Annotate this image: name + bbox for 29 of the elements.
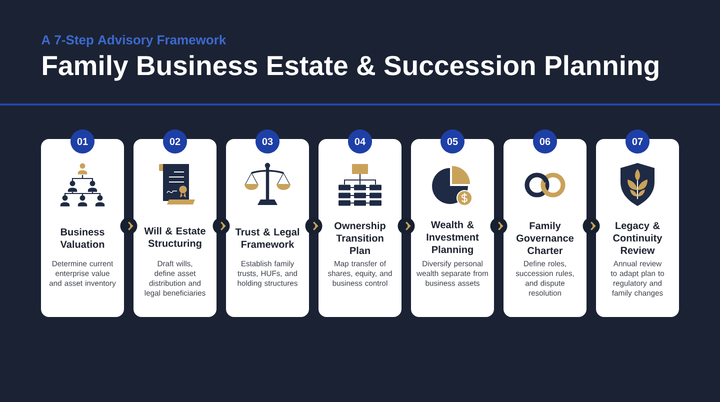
chevron-arrow [398, 218, 415, 234]
number-badge: 06 [533, 130, 557, 154]
chevron-arrow [120, 218, 138, 234]
number-badge: 01 [70, 130, 94, 154]
number-badge: 02 [163, 130, 187, 154]
step-title: Trust & Legal Framework [235, 228, 300, 248]
title: Family Business Estate & Succession Planning [43, 55, 658, 81]
chevron-arrow [212, 218, 230, 234]
step-card [411, 139, 494, 317]
step-title: Business Valuation [60, 228, 104, 248]
step-title: Wealth & Investment Planning [426, 220, 479, 256]
step-card [504, 139, 586, 317]
number-badge: 03 [256, 130, 280, 154]
chevron-arrow [582, 218, 600, 234]
chevron-arrow [490, 218, 508, 234]
number-badge: 07 [626, 130, 650, 154]
number-badge: 05 [440, 130, 464, 154]
step-title: Legacy & Continuity Review [613, 222, 662, 254]
step-title: Family Governance Charter [516, 222, 574, 254]
step-card [226, 139, 309, 317]
step-card [134, 139, 216, 317]
chevron-arrow [305, 218, 322, 234]
subtitle: A 7-Step Advisory Framework [42, 34, 226, 48]
step-title: Will & Estate Structuring [144, 227, 206, 249]
step-title: Ownership Transition Plan [334, 222, 386, 254]
step-card [41, 139, 124, 317]
number-badge: 04 [348, 130, 372, 154]
step-card [596, 139, 679, 317]
step-card [318, 139, 402, 317]
